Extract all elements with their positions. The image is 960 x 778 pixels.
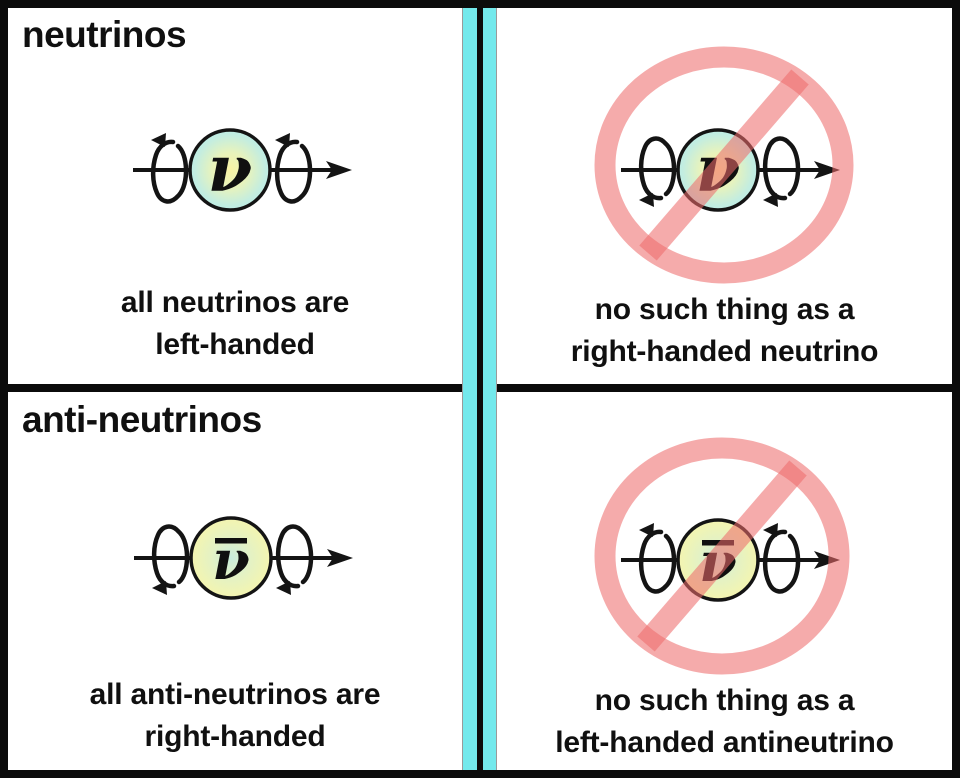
spin-arrowhead: [639, 193, 654, 207]
heading-neutrinos: neutrinos: [22, 14, 187, 55]
figure-antineutrino-right-handed: ν: [134, 516, 353, 600]
spin-loop-right: [274, 133, 313, 204]
spin-arrowhead: [152, 581, 167, 595]
caption-line: no such thing as a: [594, 293, 855, 326]
caption-line: left-handed: [155, 328, 315, 361]
spin-arrowhead: [639, 523, 654, 537]
spin-loop-left: [638, 523, 677, 594]
particle-symbol-nu: ν: [208, 132, 252, 207]
spin-loop-front-arc: [176, 530, 190, 585]
figure-neutrino-left-handed: ν: [133, 128, 352, 212]
caption-anti-neutrinos: all anti-neutrinos are right-handed: [8, 674, 462, 758]
spin-loop-front-arc: [175, 143, 189, 198]
spin-loop-left: [150, 133, 189, 204]
spin-loop-front-arc: [299, 143, 313, 198]
spin-loop-left: [638, 136, 677, 207]
center-divider-line: [477, 8, 483, 770]
outer-border-top: [0, 0, 960, 8]
spin-loop-front-arc: [663, 142, 677, 197]
spin-arrowhead: [763, 193, 778, 207]
particle-symbol-overbar: [702, 540, 734, 546]
spin-arrowhead: [763, 523, 778, 537]
spin-arrowhead: [276, 581, 291, 595]
spin-loop-front-arc: [300, 530, 314, 585]
outer-border-bottom: [0, 770, 960, 778]
figure-prohibited-left-handed-antineutrino: ν: [594, 437, 850, 675]
heading-anti-neutrinos: anti-neutrinos: [22, 399, 262, 440]
caption-line: right-handed: [144, 720, 326, 753]
motion-arrowhead: [814, 161, 840, 179]
spin-loop-right: [762, 523, 801, 594]
motion-arrowhead: [814, 551, 840, 569]
spin-loop-left: [151, 524, 190, 595]
caption-line: left-handed antineutrino: [555, 726, 894, 759]
caption-neutrinos: all neutrinos are left-handed: [8, 282, 462, 366]
prohibition-ring: [594, 46, 854, 284]
spin-arrowhead: [275, 133, 290, 147]
spin-loop-front-arc: [787, 142, 801, 197]
spin-arrowhead: [151, 133, 166, 147]
caption-line: all anti-neutrinos are: [89, 678, 381, 711]
motion-arrowhead: [327, 549, 353, 567]
spin-loop-right: [275, 524, 314, 595]
caption-line: all neutrinos are: [120, 286, 350, 319]
caption-line: no such thing as a: [594, 684, 855, 717]
caption-line: right-handed neutrino: [570, 335, 879, 368]
prohibition-slash: [637, 460, 807, 652]
figure-prohibited-right-handed-neutrino: ν: [594, 46, 854, 284]
prohibition-sign: [594, 437, 850, 675]
spin-loop-right: [762, 136, 801, 207]
particle-symbol-overbar: [215, 538, 247, 544]
particle-symbol-nu: ν: [212, 528, 249, 592]
particle-circle: [188, 128, 272, 212]
prohibition-ring: [594, 437, 850, 675]
motion-arrowhead: [326, 161, 352, 179]
prohibition-sign: [594, 46, 854, 284]
caption-no-left-handed-antineutrino: no such thing as a left-handed antineutr…: [497, 680, 952, 764]
center-divider-strip: [462, 8, 497, 770]
spin-loop-front-arc: [663, 533, 677, 588]
prohibition-slash: [639, 69, 809, 261]
spin-loop-front-arc: [787, 533, 801, 588]
particle-circle: [189, 516, 273, 600]
caption-no-right-handed-neutrino: no such thing as a right-handed neutrino: [497, 289, 952, 373]
